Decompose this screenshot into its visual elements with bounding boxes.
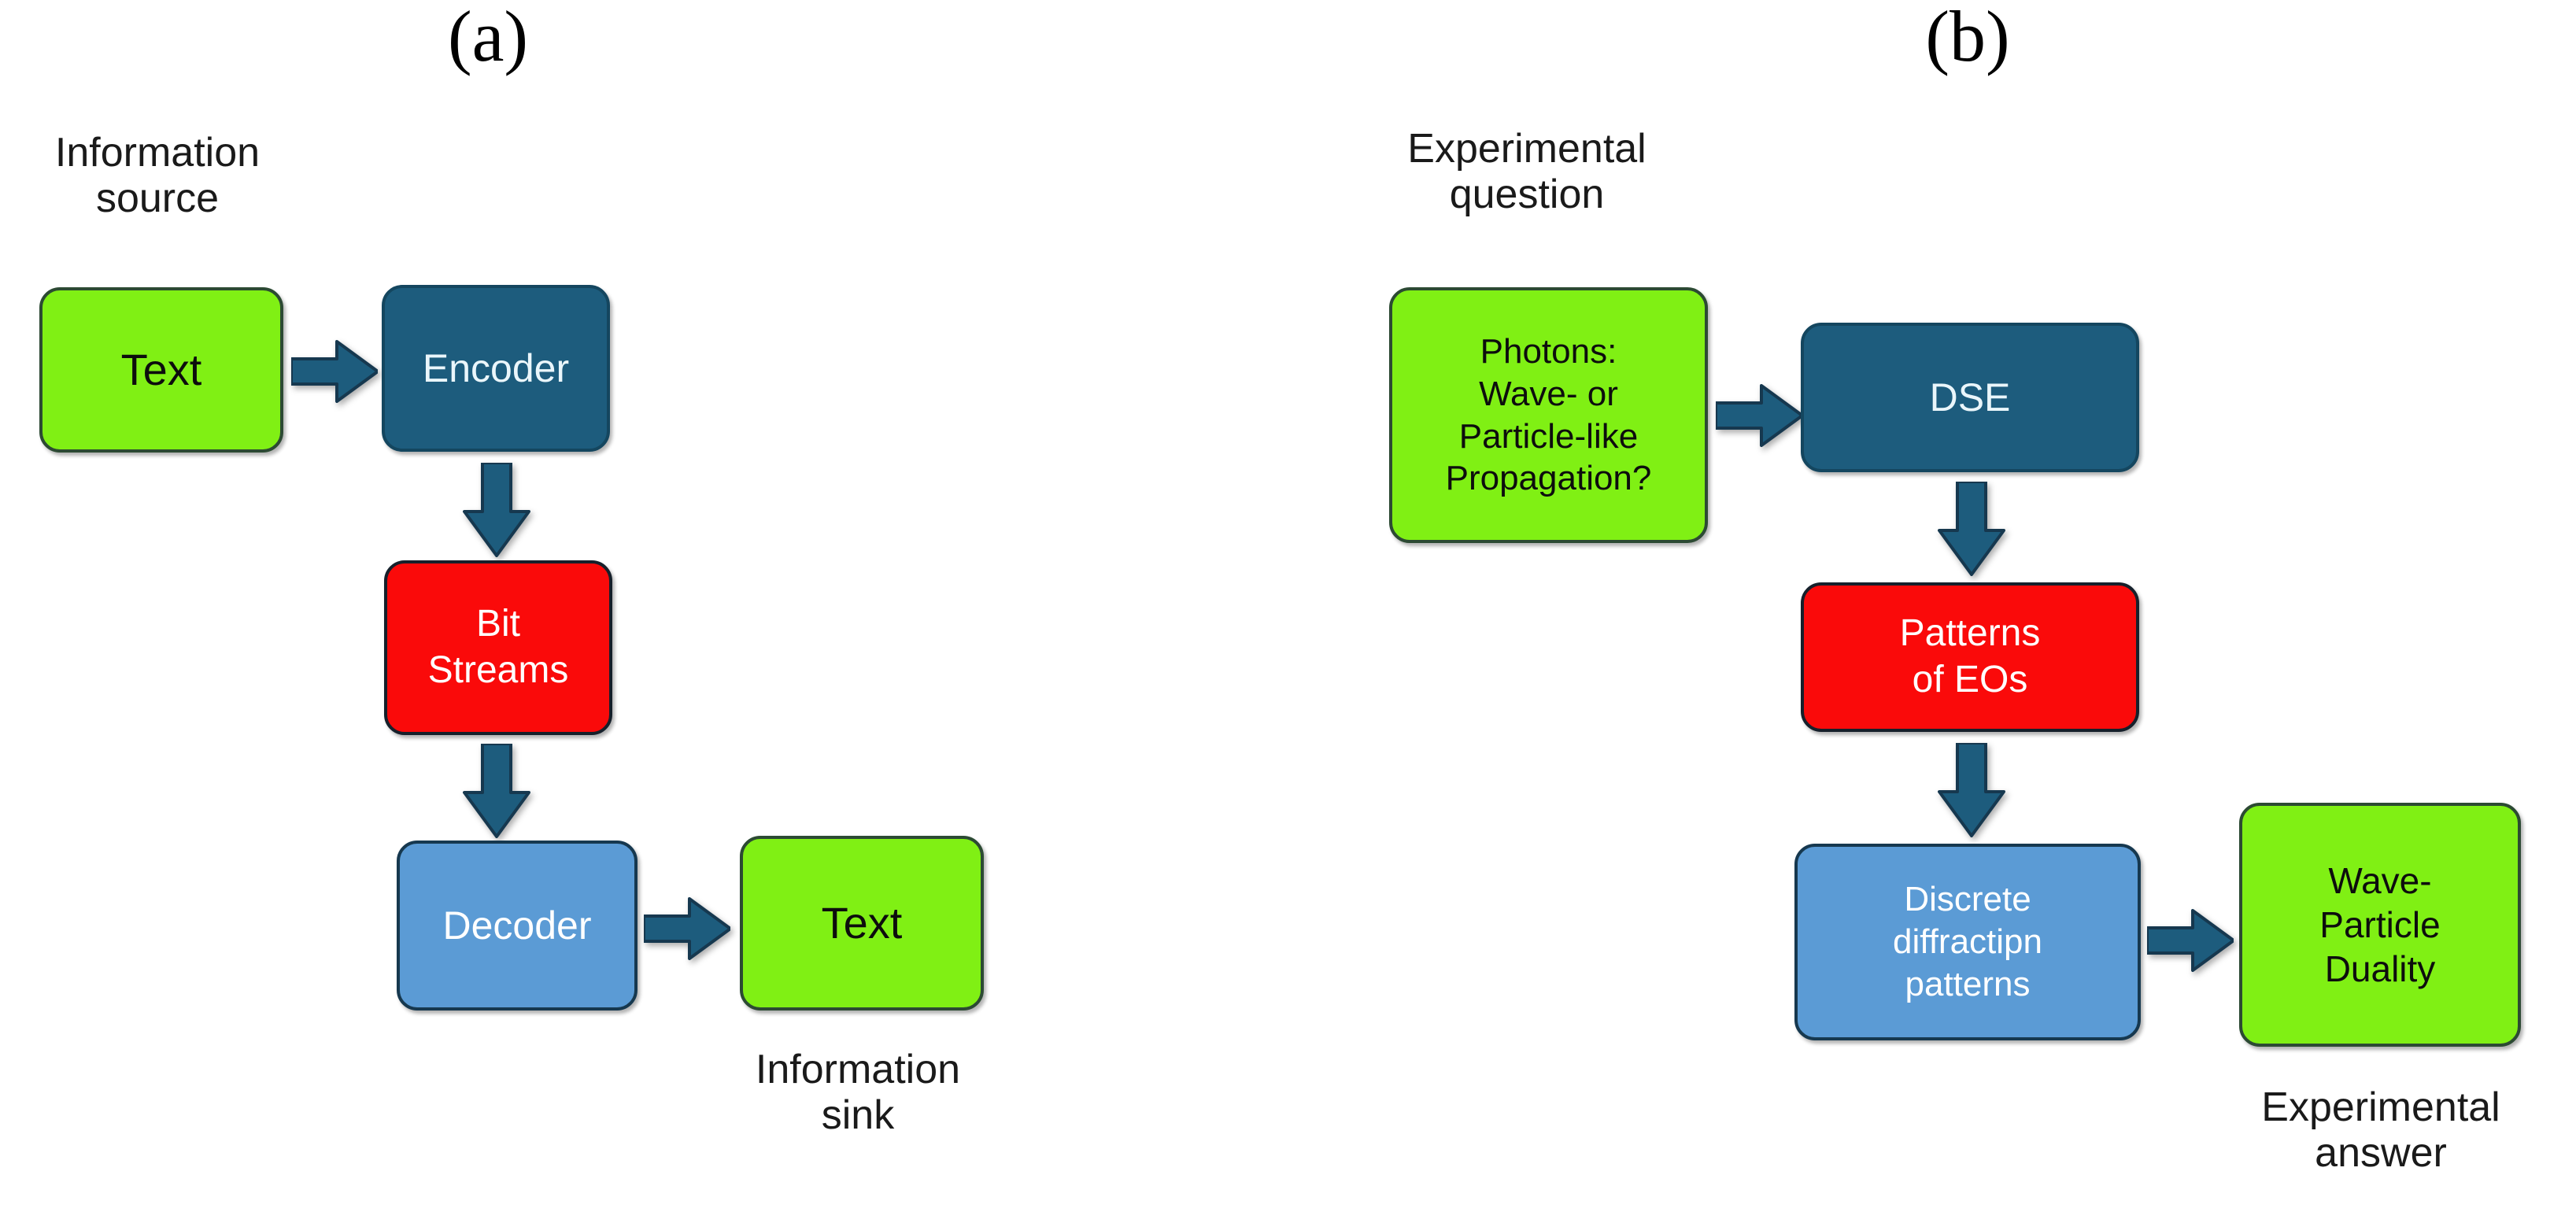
node-a-decoder[interactable]: Decoder: [397, 841, 638, 1011]
arrow-down-b-patterns-to-discrete: [1938, 743, 2005, 837]
node-a-encoder[interactable]: Encoder: [382, 285, 610, 452]
arrow-right-b-question-to-dse: [1716, 384, 1802, 447]
node-a-source-text[interactable]: Text: [39, 287, 283, 453]
arrow-down-b-dse-to-patterns: [1938, 482, 2005, 576]
arrow-down-a-encoder-to-bitstreams: [463, 463, 530, 557]
node-b-question[interactable]: Photons: Wave- or Particle-like Propagat…: [1389, 287, 1708, 543]
arrow-down-a-bitstreams-to-decoder: [463, 744, 530, 838]
node-b-dse[interactable]: DSE: [1801, 323, 2139, 472]
node-a-sink-text[interactable]: Text: [740, 836, 984, 1011]
panel-letter-a: (a): [447, 0, 529, 76]
node-b-patterns[interactable]: Patterns of EOs: [1801, 582, 2139, 732]
caption-experimental-question: Experimental question: [1407, 126, 1646, 218]
panel-letter-b: (b): [1925, 0, 2010, 76]
node-a-bit-streams[interactable]: Bit Streams: [384, 560, 612, 735]
node-b-duality[interactable]: Wave- Particle Duality: [2239, 803, 2521, 1047]
arrow-right-a-decoder-to-sink: [644, 897, 730, 960]
caption-information-sink: Information sink: [755, 1047, 961, 1139]
arrow-right-a-source-to-encoder: [291, 340, 378, 403]
arrow-right-b-discrete-to-duality: [2147, 909, 2234, 972]
caption-information-source: Information source: [54, 130, 261, 222]
node-b-discrete[interactable]: Discrete diffractipn patterns: [1794, 844, 2141, 1040]
caption-experimental-answer: Experimental answer: [2261, 1084, 2500, 1177]
